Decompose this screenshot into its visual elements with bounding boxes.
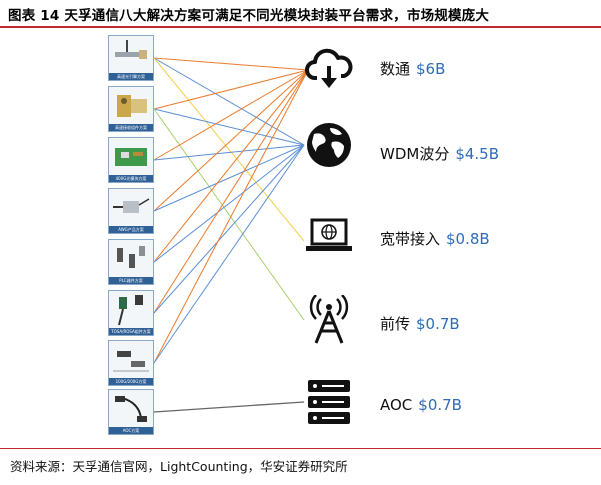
cloud-download-icon: [304, 44, 354, 94]
thumbnail-1: 高速光引擎方案: [108, 35, 154, 81]
thumbnail-caption-4: AWG产品方案: [109, 226, 153, 233]
thumbnail-caption-7: 100G/200G方案: [109, 378, 153, 385]
thumbnail-7: 100G/200G方案: [108, 340, 154, 386]
market-label-datacom: 数通 $6B: [380, 58, 445, 79]
thumbnail-3: 400G光模块方案: [108, 137, 154, 183]
market-name: 宽带接入: [380, 230, 440, 248]
signal-tower-icon: [304, 295, 354, 345]
thumbnail-6: TOSA/ROSA组件方案: [108, 290, 154, 336]
market-value: $4.5B: [455, 145, 499, 163]
thumbnail-5: PLC器件方案: [108, 239, 154, 285]
thumbnail-2: 高速接收组件方案: [108, 86, 154, 132]
thumbnail-caption-8: AOC方案: [109, 427, 153, 434]
connection-line: [154, 402, 304, 412]
source-note: 资料来源：天孚通信官网，LightCounting，华安证券研究所: [10, 456, 348, 475]
tosa-rosa-icon: [109, 291, 153, 329]
thumbnail-caption-5: PLC器件方案: [109, 277, 153, 284]
fiber-array-icon: [109, 189, 153, 227]
source-divider: [0, 448, 601, 449]
laptop-globe-icon: [304, 212, 354, 262]
thumbnail-caption-1: 高速光引擎方案: [109, 73, 153, 80]
connector-cable-icon: [109, 36, 153, 74]
optical-lens-icon: [109, 87, 153, 125]
aoc-cable-icon: [109, 390, 153, 428]
market-label-fronthaul: 前传 $0.7B: [380, 313, 460, 334]
thumbnail-caption-3: 400G光模块方案: [109, 175, 153, 182]
market-value: $0.7B: [418, 396, 462, 414]
transceiver-icon: [109, 341, 153, 379]
market-name: 数通: [380, 60, 410, 78]
globe-icon: [304, 120, 354, 170]
connection-line: [154, 70, 308, 313]
market-name: WDM波分: [380, 145, 449, 163]
market-name: AOC: [380, 396, 412, 414]
market-label-broadband: 宽带接入 $0.8B: [380, 228, 490, 249]
thumbnail-caption-6: TOSA/ROSA组件方案: [109, 328, 153, 335]
market-value: $0.8B: [446, 230, 490, 248]
connection-line: [154, 70, 308, 363]
market-label-aoc: AOC $0.7B: [380, 396, 462, 414]
server-rack-icon: [304, 378, 354, 428]
connection-line: [154, 109, 304, 145]
circuit-board-icon: [109, 138, 153, 176]
market-value: $6B: [416, 60, 445, 78]
thumbnail-4: AWG产品方案: [108, 188, 154, 234]
connection-line: [154, 145, 304, 262]
market-label-wdm: WDM波分 $4.5B: [380, 143, 499, 164]
plc-device-icon: [109, 240, 153, 278]
market-value: $0.7B: [416, 315, 460, 333]
thumbnail-8: AOC方案: [108, 389, 154, 435]
thumbnail-caption-2: 高速接收组件方案: [109, 124, 153, 131]
connection-line: [154, 58, 304, 145]
market-name: 前传: [380, 315, 410, 333]
connection-line: [154, 58, 308, 70]
